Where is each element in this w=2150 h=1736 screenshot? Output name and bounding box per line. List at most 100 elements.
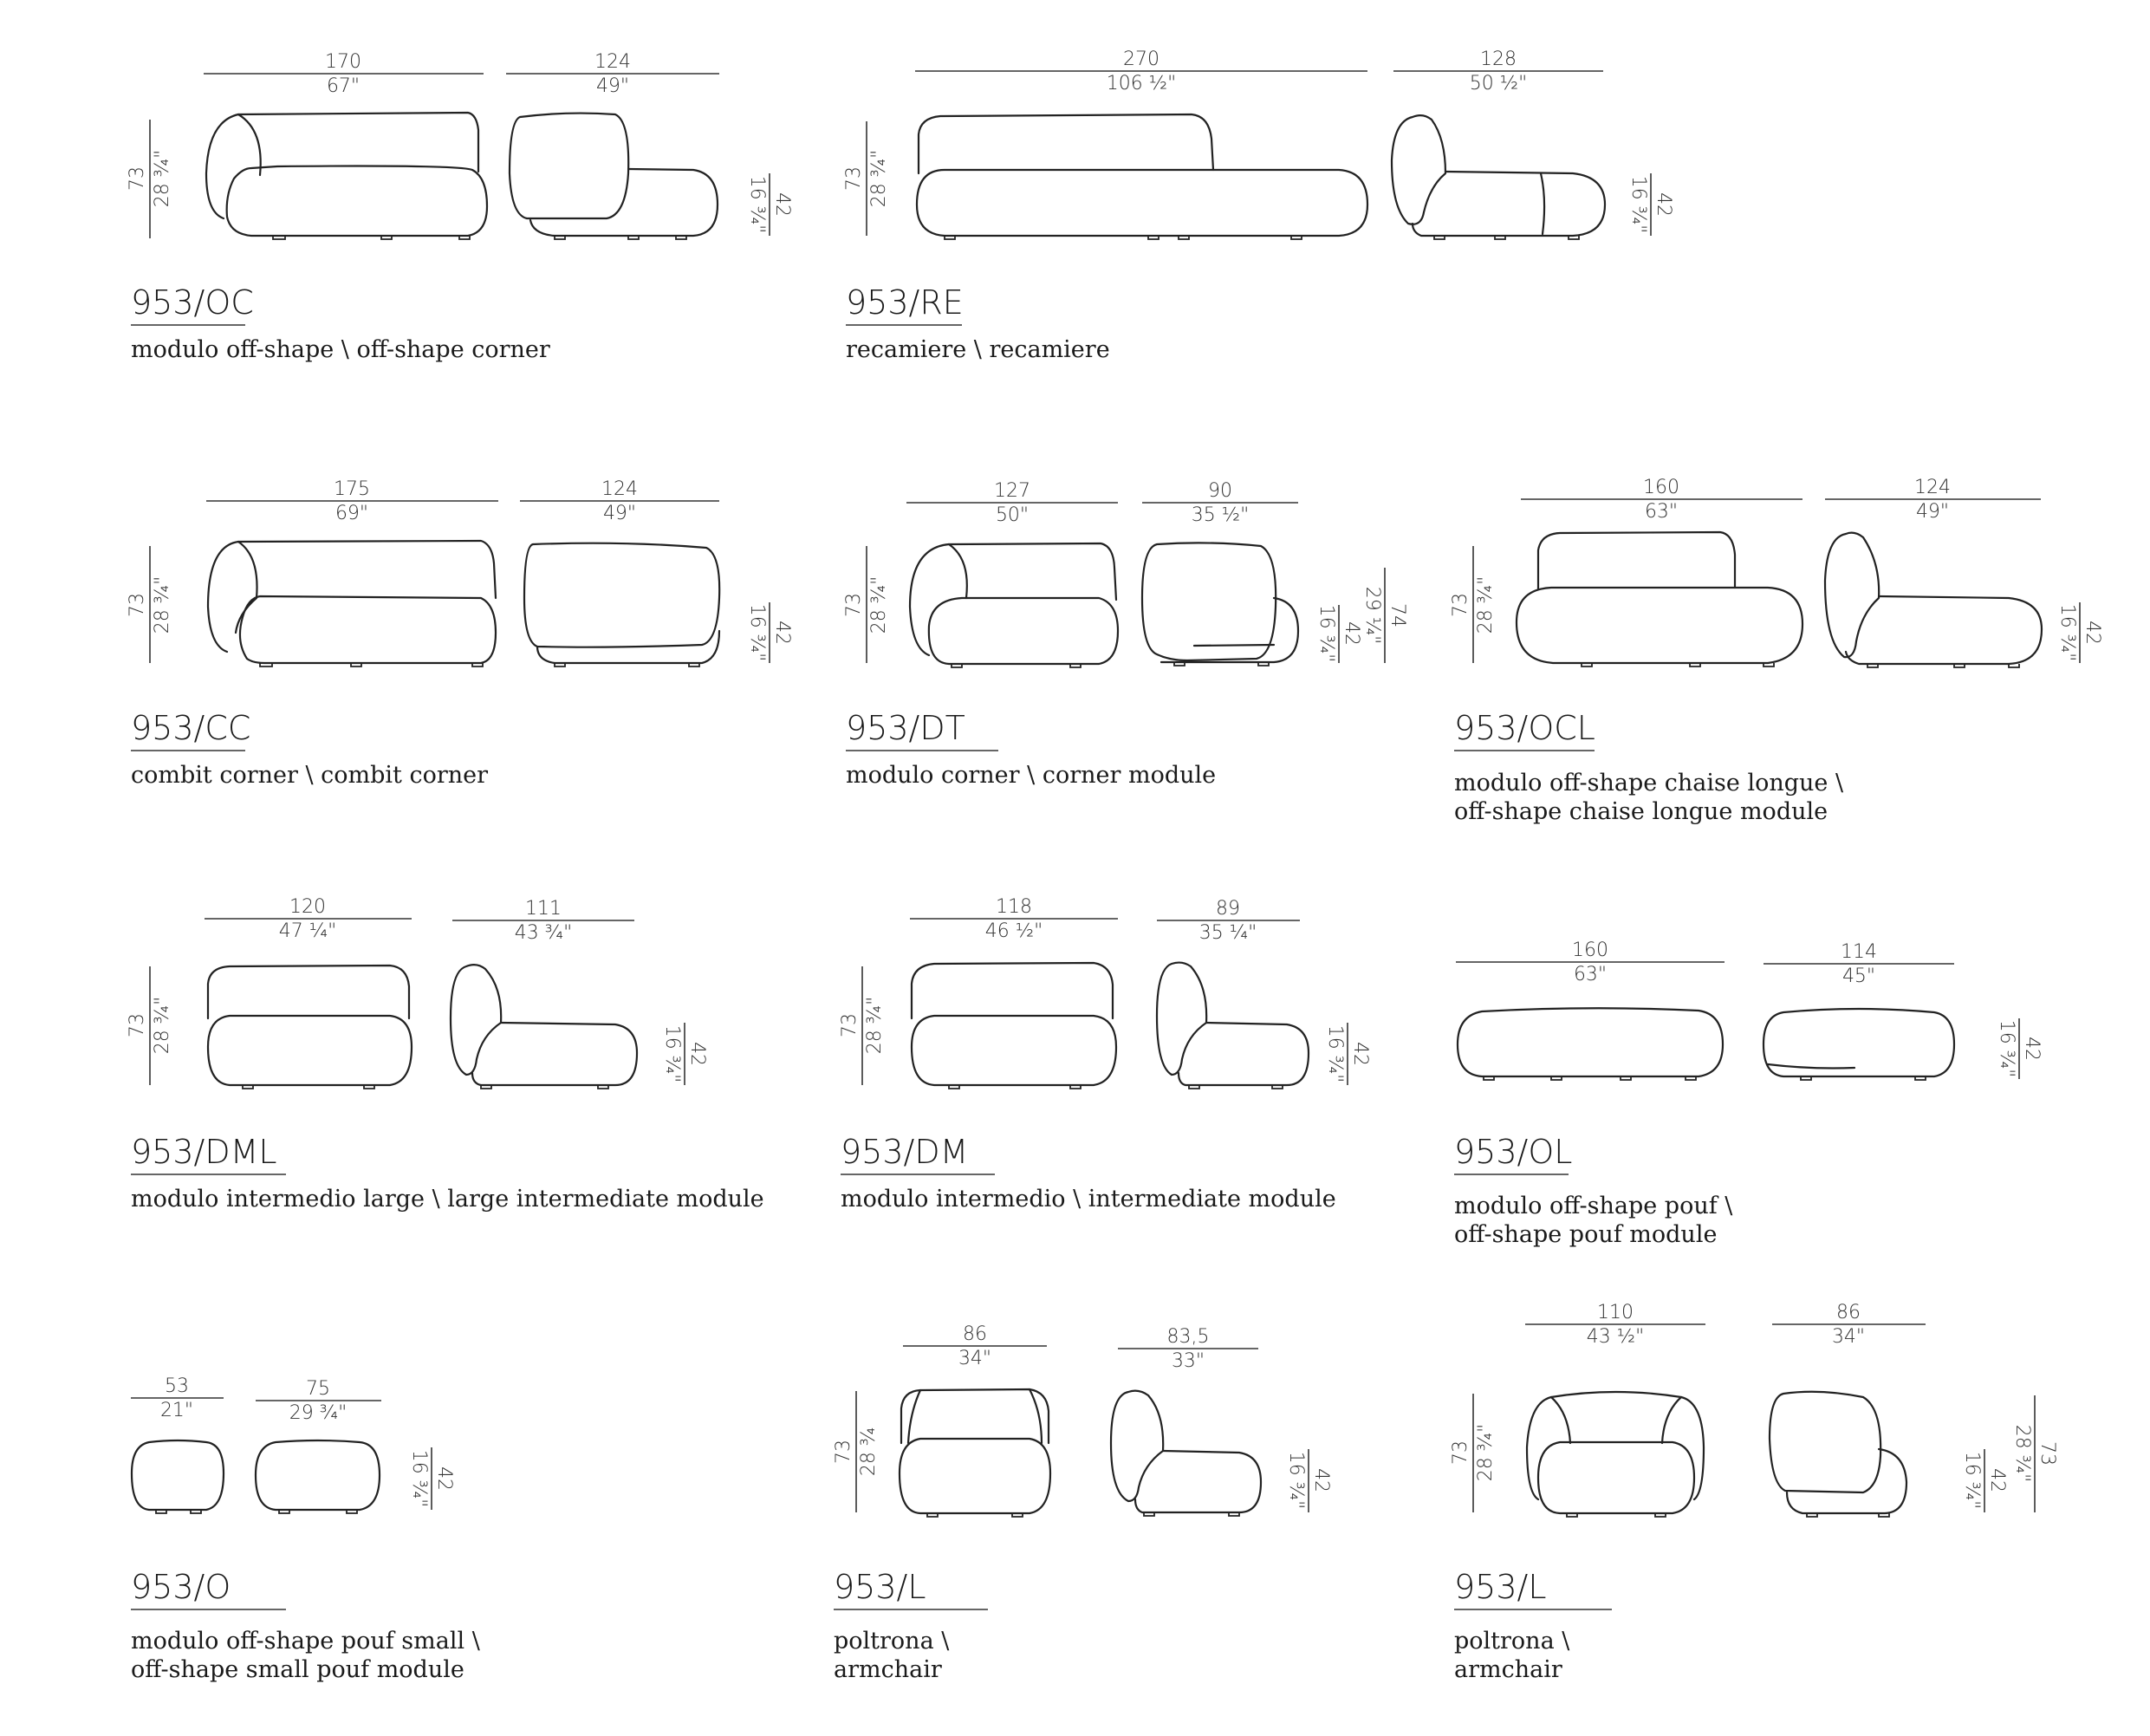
seat-height-in: 16 ¾"	[1961, 1452, 1983, 1509]
sofa-front-view	[206, 539, 497, 667]
width-front-in: 63"	[1574, 964, 1607, 985]
width-front-cm: 118	[996, 896, 1032, 918]
small-pouf-side-view	[254, 1439, 381, 1514]
module-code: 953/RE	[846, 283, 964, 322]
module-description-line2: off-shape small pouf module	[131, 1656, 464, 1683]
height-in: 28 ¾"	[868, 150, 890, 207]
height-in: 28 ¾"	[152, 576, 173, 634]
sofa-front-view	[205, 111, 489, 240]
width-front-cm: 270	[1123, 49, 1159, 70]
module-description-line1: modulo off-shape pouf small \	[131, 1628, 481, 1655]
height-cm: 73	[839, 1013, 861, 1037]
height-cm: 73	[833, 1440, 854, 1464]
module-description-line2: off-shape chaise longue module	[1454, 798, 1828, 825]
module-code: 953/DM	[841, 1133, 968, 1171]
width-front-cm: 120	[289, 896, 326, 918]
seat-height-in: 16 ¾"	[2056, 604, 2078, 661]
width-side-in: 34"	[1832, 1326, 1865, 1348]
armchair-front-view	[1525, 1390, 1705, 1518]
arm-height-cm: 73	[2036, 1441, 2058, 1466]
width-front-in: 46 ½"	[985, 920, 1043, 942]
seat-height-in: 16 ¾"	[1627, 176, 1649, 233]
module-code: 953/OCL	[1454, 709, 1595, 747]
module-front-view	[910, 961, 1118, 1089]
width-side-cm: 83,5	[1167, 1326, 1210, 1348]
width-front-in: 106 ½"	[1107, 73, 1176, 94]
width-front-cm: 86	[963, 1323, 987, 1345]
width-front-cm: 175	[334, 478, 370, 500]
seat-height-in: 16 ¾"	[408, 1450, 430, 1507]
sofa-side-view	[523, 542, 721, 667]
chaise-front-view	[1515, 530, 1804, 667]
module-code: 953/O	[131, 1568, 231, 1606]
width-front-in: 43 ½"	[1587, 1326, 1644, 1348]
corner-side-view	[1140, 542, 1300, 666]
module-code: 953/OC	[131, 283, 254, 322]
height-cm: 73	[843, 166, 865, 191]
width-front-in: 67"	[327, 75, 360, 97]
width-side-in: 43 ¾"	[515, 922, 572, 944]
width-side-cm: 86	[1836, 1302, 1861, 1323]
module-front-view	[206, 964, 413, 1089]
sofa-side-view	[508, 112, 719, 240]
width-side-cm: 124	[601, 478, 638, 500]
module-description-line2: off-shape pouf module	[1454, 1221, 1717, 1248]
width-side-in: 49"	[1916, 501, 1949, 523]
module-953-ocl: 160 63" 124 49" 73 28 ¾" 42 16 ¾" 953/OC…	[1450, 477, 2103, 825]
width-side-in: 29 ¾"	[289, 1402, 347, 1424]
seat-height-in: 16 ¾"	[1285, 1452, 1307, 1509]
module-code: 953/L	[1454, 1568, 1547, 1606]
pouf-front-view	[1456, 1007, 1725, 1081]
height-cm: 73	[1450, 593, 1471, 617]
arm-height-cm: 74	[1387, 603, 1408, 627]
width-front-cm: 160	[1643, 477, 1679, 498]
width-side-in: 33"	[1172, 1350, 1205, 1372]
module-code: 953/L	[834, 1568, 926, 1606]
seat-height-cm: 42	[1653, 192, 1674, 217]
height-in: 28 ¾	[858, 1427, 880, 1476]
recamiere-side-view	[1390, 114, 1607, 240]
width-front-in: 34"	[958, 1348, 991, 1369]
seat-height-cm: 42	[1349, 1042, 1371, 1066]
width-side-in: 35 ¼"	[1199, 922, 1257, 944]
module-953-o: 53 21" 75 29 ¾" 42 16 ¾" 953/O modulo of…	[130, 1375, 481, 1683]
width-front-in: 47 ¼"	[279, 920, 336, 942]
module-953-l-armchair-2: 110 43 ½" 86 34" 73 28 ¾" 42 16 ¾" 73 28…	[1450, 1302, 2058, 1683]
small-pouf-front-view	[130, 1439, 225, 1514]
module-code: 953/DT	[846, 709, 965, 747]
width-side-cm: 128	[1480, 49, 1517, 70]
width-side-cm: 90	[1208, 480, 1232, 502]
height-cm: 73	[1450, 1440, 1471, 1465]
seat-height-in: 16 ¾"	[1996, 1020, 2017, 1077]
armchair-front-view	[898, 1388, 1052, 1518]
module-description-line2: armchair	[834, 1656, 942, 1683]
seat-height-cm: 42	[771, 621, 793, 645]
width-side-cm: 124	[594, 51, 631, 73]
corner-front-view	[908, 542, 1120, 668]
width-front-in: 50"	[996, 504, 1029, 526]
module-code: 953/OL	[1454, 1133, 1572, 1171]
height-in: 28 ¾"	[1475, 1424, 1497, 1481]
module-description: combit corner \ combit corner	[131, 762, 488, 789]
chaise-side-view	[1823, 531, 2043, 668]
module-description: recamiere \ recamiere	[846, 336, 1110, 363]
width-side-in: 45"	[1842, 966, 1875, 987]
seat-height-cm: 42	[1310, 1468, 1332, 1492]
seat-height-in: 16 ¾"	[746, 176, 768, 233]
module-description-line1: poltrona \	[834, 1628, 950, 1655]
module-side-view	[449, 963, 639, 1089]
module-description: modulo corner \ corner module	[846, 762, 1216, 789]
module-953-oc: 170 67" 124 49" 73 28 ¾" 42 16 ¾" 953/OC…	[127, 51, 793, 363]
width-side-cm: 75	[306, 1378, 330, 1400]
width-side-cm: 89	[1216, 898, 1240, 920]
height-cm: 73	[843, 593, 865, 617]
height-in: 28 ¾"	[152, 150, 173, 207]
height-cm: 73	[127, 593, 148, 617]
module-953-cc: 175 69" 124 49" 73 28 ¾" 42 16 ¾" 953/CC…	[127, 478, 793, 789]
width-front-in: 21"	[160, 1400, 193, 1421]
width-side-cm: 114	[1841, 941, 1877, 963]
seat-height-cm: 42	[1986, 1468, 2008, 1492]
seat-height-in: 16 ¾"	[661, 1025, 683, 1083]
module-description: modulo intermedio large \ large intermed…	[131, 1186, 764, 1213]
